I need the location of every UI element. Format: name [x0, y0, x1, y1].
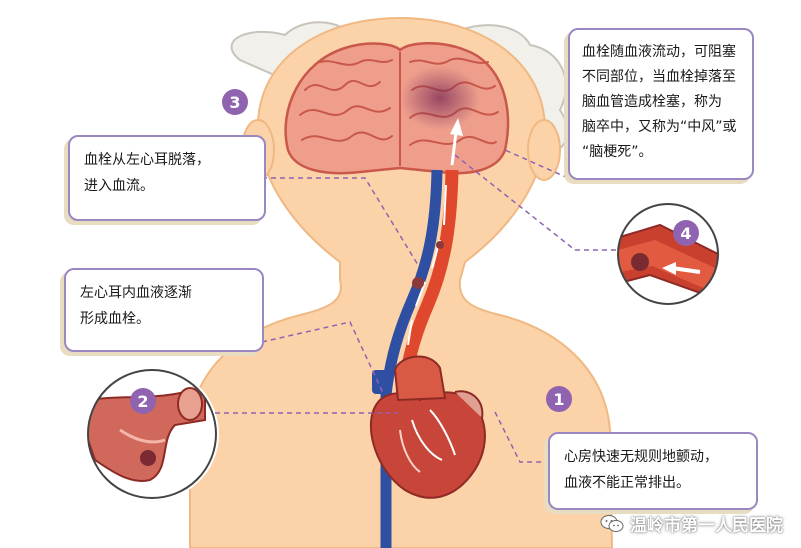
callout-line: 形成血栓。 — [80, 311, 150, 327]
callout-line: 左心耳内血液逐渐 — [80, 285, 192, 301]
callout-line: “脑梗死”。 — [582, 144, 653, 160]
callout-step-3: 血栓从左心耳脱落， 进入血流。 — [68, 135, 266, 221]
callout-line: 进入血流。 — [84, 178, 154, 194]
watermark: 温岭市第一人民医院 — [600, 511, 783, 536]
watermark-text: 温岭市第一人民医院 — [630, 516, 783, 536]
callout-line: 血栓随血液流动，可阻塞 — [582, 44, 736, 60]
zoom-circle-4 — [617, 203, 719, 305]
step-badge-4: 4 — [673, 220, 699, 246]
zoom-circle-2 — [85, 367, 219, 501]
brain — [284, 42, 510, 175]
callout-step-2: 左心耳内血液逐渐 形成血栓。 — [64, 268, 264, 352]
leader-lines — [215, 149, 620, 463]
callout-line: 血栓从左心耳脱落， — [84, 152, 210, 168]
callout-step-1: 心房快速无规则地颤动， 血液不能正常排出。 — [548, 432, 758, 510]
wechat-icon — [600, 514, 624, 534]
callout-line: 血液不能正常排出。 — [564, 475, 690, 491]
callout-line: 脑卒中，又称为“中风”或 — [582, 119, 737, 135]
callout-line: 心房快速无规则地颤动， — [564, 449, 718, 465]
callout-line: 不同部位，当血栓掉落至 — [582, 69, 736, 85]
callout-line: 脑血管造成栓塞，称为 — [582, 94, 722, 110]
heart — [370, 355, 486, 499]
step-badge-3: 3 — [222, 89, 248, 115]
step-badge-1: 1 — [546, 386, 572, 412]
callout-step-4: 血栓随血液流动，可阻塞 不同部位，当血栓掉落至 脑血管造成栓塞，称为 脑卒中，又… — [568, 28, 754, 180]
step-badge-2: 2 — [130, 388, 156, 414]
